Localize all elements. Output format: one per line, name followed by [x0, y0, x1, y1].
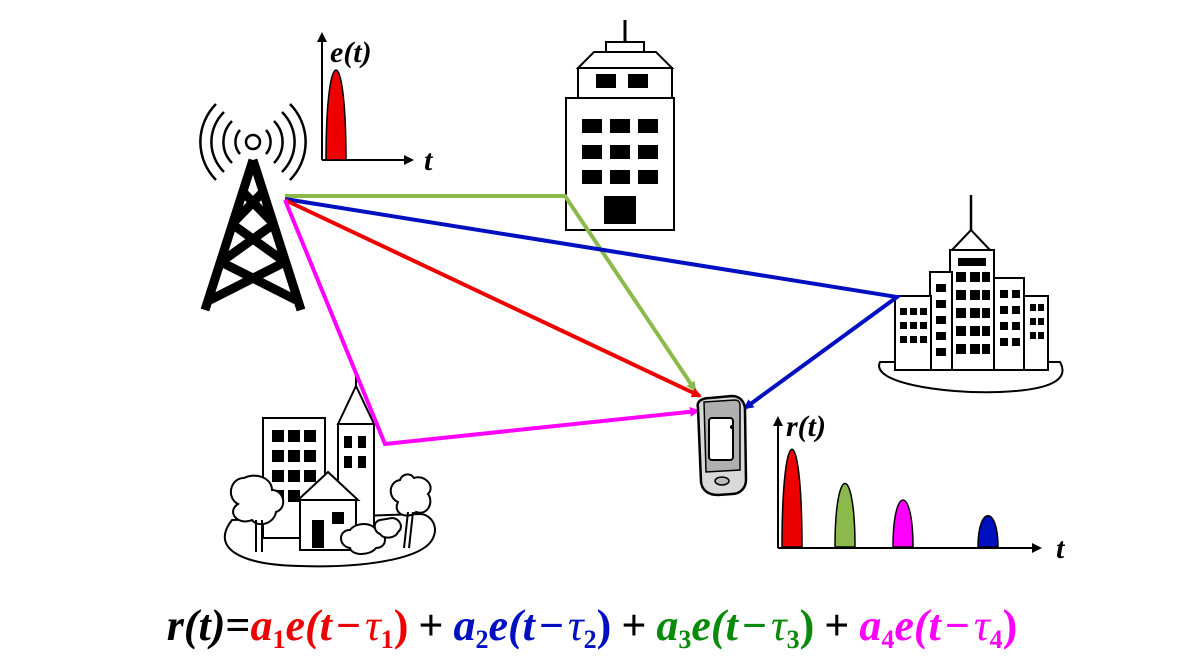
equation-term-4: a4e(t−τ4)	[859, 601, 1018, 654]
path-red	[284, 198, 702, 398]
receive-plot: r(t) t	[773, 410, 1066, 565]
equation-lhs: r(t)	[166, 601, 226, 650]
transmit-pulse	[325, 69, 347, 161]
building-icon	[565, 20, 675, 231]
received-pulses	[781, 448, 999, 548]
equation-terms: a1e(t−τ1)+a2e(t−τ2)+a3e(t−τ3)+a4e(t−τ4)	[250, 601, 1018, 654]
propagation-paths	[283, 194, 903, 447]
received-pulse-red	[781, 448, 803, 548]
transmit-xlabel: t	[424, 144, 434, 177]
received-pulse-green	[834, 482, 856, 548]
receive-xlabel: t	[1056, 532, 1066, 565]
transmit-ylabel: e(t)	[330, 36, 372, 69]
equation-plus: +	[824, 601, 850, 650]
equation-plus: +	[621, 601, 647, 650]
equation-plus: +	[418, 601, 444, 650]
path-blue	[284, 197, 903, 410]
office-tower-icon	[878, 195, 1064, 394]
city-icon	[223, 376, 436, 568]
equation-term-1: a1e(t−τ1)	[250, 601, 409, 654]
path-magenta	[283, 199, 700, 447]
transmit-plot: e(t) t	[317, 32, 434, 177]
equation-term-3: a3e(t−τ3)	[656, 601, 815, 654]
received-pulse-magenta	[892, 499, 914, 548]
equation-equals: =	[225, 601, 251, 650]
received-pulse-blue	[977, 515, 999, 548]
cell-tower-icon	[199, 103, 307, 312]
path-green	[285, 194, 697, 392]
multipath-equation: r(t)=a1e(t−τ1)+a2e(t−τ2)+a3e(t−τ3)+a4e(t…	[0, 596, 1184, 656]
receive-ylabel: r(t)	[786, 410, 826, 443]
mobile-phone-icon	[696, 394, 748, 497]
equation-term-2: a2e(t−τ2)	[453, 601, 612, 654]
